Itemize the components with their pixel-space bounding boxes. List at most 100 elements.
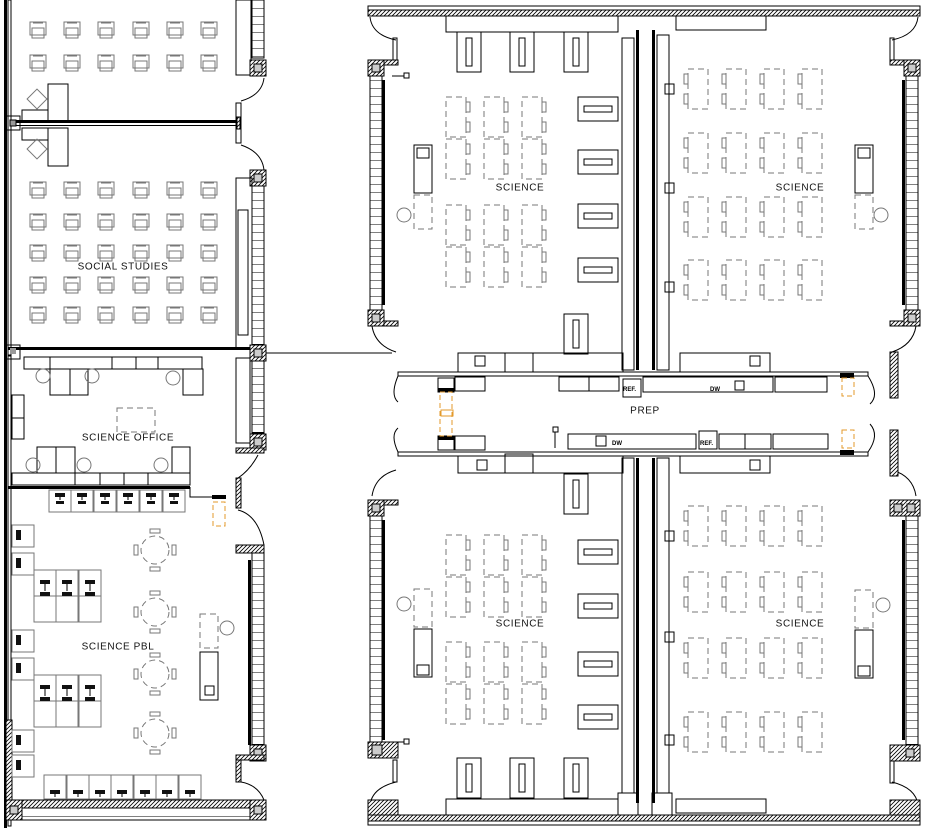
round-table: [133, 528, 177, 572]
room-label-science-pbl: SCIENCE PBL: [81, 641, 155, 653]
lab-table: [721, 571, 747, 613]
student-desk: [200, 306, 218, 324]
student-desk: [63, 21, 81, 39]
student-desk: [132, 306, 150, 324]
lab-table: [683, 132, 709, 174]
lab-table: [683, 505, 709, 547]
lab-table: [759, 259, 785, 301]
student-desk: [97, 21, 115, 39]
student-desk: [29, 244, 47, 262]
student-desk: [166, 21, 184, 39]
equipment-tag: REF.: [700, 441, 713, 447]
lab-table: [797, 711, 823, 753]
lab-table: [759, 571, 785, 613]
sink-station: [563, 31, 589, 73]
student-desk: [97, 181, 115, 199]
lab-table: [721, 505, 747, 547]
computer-station: [11, 657, 35, 681]
lab-table-pair: [445, 204, 471, 288]
teacher-demo-station: [396, 588, 433, 678]
student-desk: [200, 21, 218, 39]
computer-station: [43, 774, 67, 800]
lab-table: [721, 196, 747, 238]
student-desk: [29, 306, 47, 324]
lab-table: [683, 711, 709, 753]
sink-station: [509, 757, 535, 799]
student-desk: [166, 244, 184, 262]
student-desk: [166, 213, 184, 231]
lab-table-pair: [483, 96, 509, 180]
student-desk: [29, 213, 47, 231]
student-desk: [63, 306, 81, 324]
computer-station: [11, 629, 35, 653]
computer-station: [70, 489, 94, 513]
computer-station: [133, 774, 157, 800]
lab-table-pair: [445, 534, 471, 618]
computer-station: [55, 569, 79, 623]
room-label-science-nw: SCIENCE: [495, 182, 545, 194]
student-desk: [166, 181, 184, 199]
science-office-furniture: [11, 356, 204, 486]
computer-station: [88, 774, 112, 800]
student-desk: [166, 276, 184, 294]
computer-station: [139, 489, 163, 513]
computer-station: [48, 489, 72, 513]
sink-station: [577, 651, 619, 677]
teacher-demo-station: [854, 589, 891, 679]
student-desk: [63, 213, 81, 231]
lab-table-pair: [521, 204, 547, 288]
sink-station: [577, 704, 619, 730]
student-desk: [97, 244, 115, 262]
lab-table: [683, 637, 709, 679]
round-table: [133, 652, 177, 696]
room-label-science-sw: SCIENCE: [495, 618, 545, 630]
room-label-science-office: SCIENCE OFFICE: [81, 432, 175, 444]
sink-station: [577, 257, 619, 283]
student-desk: [200, 276, 218, 294]
lab-table-pair: [521, 534, 547, 618]
student-desk: [63, 276, 81, 294]
lab-table: [721, 637, 747, 679]
student-desk: [132, 21, 150, 39]
student-desk: [200, 181, 218, 199]
computer-station: [11, 729, 35, 753]
prep-casework: [457, 352, 829, 474]
student-desk: [97, 306, 115, 324]
sink-station: [563, 757, 589, 799]
lab-table: [683, 259, 709, 301]
left-wing-walls: [4, 0, 392, 828]
science-pbl-furniture: [11, 489, 235, 800]
student-desk: [29, 21, 47, 39]
lab-table-pair: [521, 96, 547, 180]
lab-table: [721, 132, 747, 174]
student-desk: [166, 306, 184, 324]
student-desk: [166, 54, 184, 72]
student-desk: [63, 181, 81, 199]
room-label-science-ne: SCIENCE: [775, 182, 825, 194]
lab-table: [797, 571, 823, 613]
lab-table-pair: [445, 641, 471, 725]
lab-table: [721, 68, 747, 110]
computer-station: [55, 674, 79, 728]
sink-station: [577, 539, 619, 565]
round-table: [133, 590, 177, 634]
social-studies-student-desks: [29, 21, 218, 324]
lab-table: [759, 505, 785, 547]
student-desk: [97, 54, 115, 72]
student-desk: [29, 276, 47, 294]
sink-station: [456, 31, 482, 73]
computer-station: [11, 552, 35, 576]
sink-station: [577, 149, 619, 175]
sink-station: [509, 31, 535, 73]
science-block-walls: [367, 5, 921, 826]
lab-table: [721, 259, 747, 301]
lab-table: [797, 505, 823, 547]
sink-station: [577, 593, 619, 619]
lab-table: [683, 196, 709, 238]
student-desk: [132, 244, 150, 262]
sink-station: [577, 96, 619, 122]
room-label-social-studies: SOCIAL STUDIES: [77, 261, 169, 273]
computer-station: [178, 774, 202, 800]
student-desk: [200, 54, 218, 72]
